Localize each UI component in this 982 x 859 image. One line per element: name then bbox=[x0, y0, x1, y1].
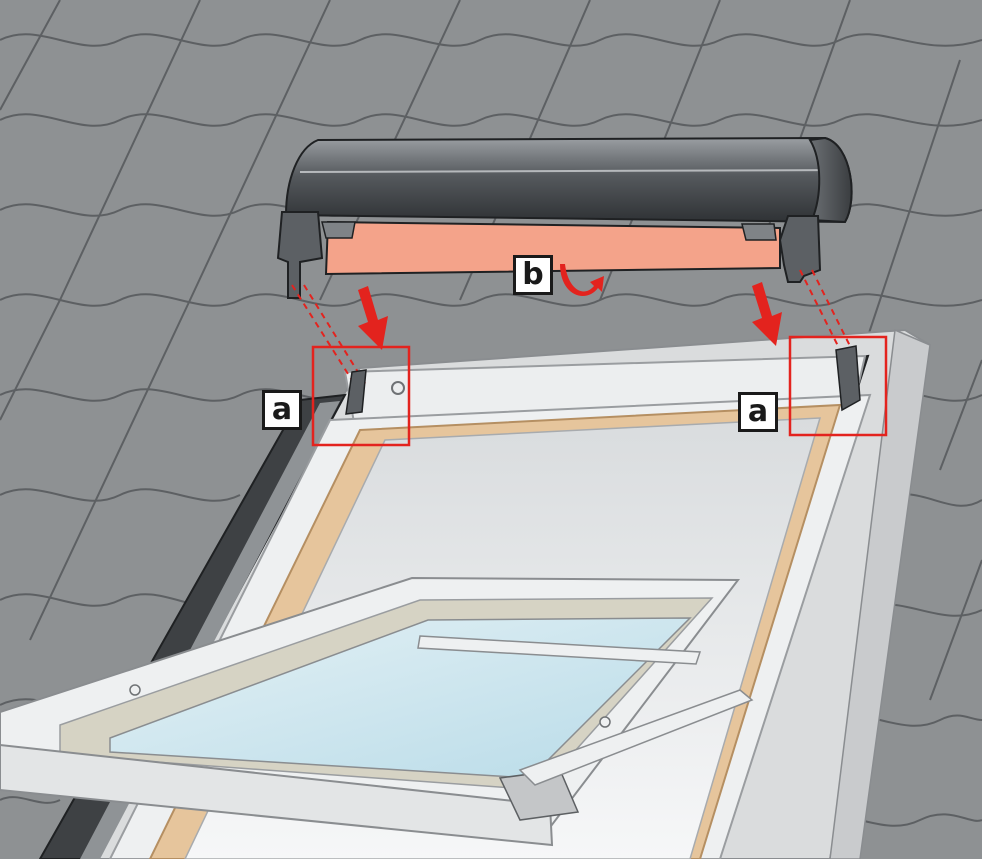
highlight-box-right bbox=[788, 335, 888, 437]
frame-clip-right bbox=[835, 345, 861, 412]
blind-cassette bbox=[276, 136, 853, 299]
highlight-box-left bbox=[311, 345, 411, 447]
window-sash bbox=[0, 576, 754, 847]
bracket-right bbox=[778, 215, 822, 283]
highlight-boxes bbox=[311, 335, 888, 447]
red-arrows bbox=[358, 264, 782, 350]
frame-clip-left bbox=[345, 369, 367, 415]
rotate-arrow bbox=[560, 264, 604, 296]
callout-label-a-right: a bbox=[738, 392, 778, 432]
callout-label-b: b bbox=[513, 255, 553, 295]
arrow-right bbox=[752, 282, 782, 346]
callout-label-a-left: a bbox=[262, 390, 302, 430]
arrow-left bbox=[358, 286, 388, 350]
blind-fabric bbox=[324, 220, 781, 276]
alignment-guides bbox=[291, 269, 853, 386]
